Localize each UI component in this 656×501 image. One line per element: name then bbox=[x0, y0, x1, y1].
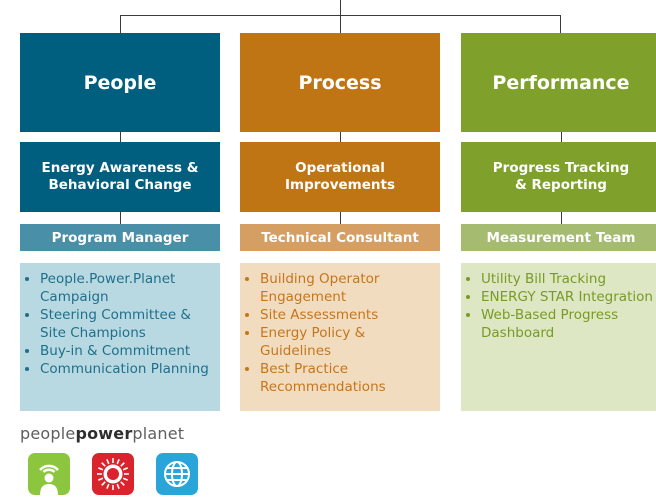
people-list-box: People.Power.Planet CampaignSteering Com… bbox=[20, 263, 220, 411]
list-item: Utility Bill Tracking bbox=[481, 270, 655, 288]
logo-word-planet: planet bbox=[132, 424, 185, 443]
performance-title-box: Performance bbox=[461, 33, 656, 132]
list-item: Energy Policy & Guidelines bbox=[260, 324, 434, 360]
process-role: Technical Consultant bbox=[261, 229, 419, 246]
process-connector-2 bbox=[340, 212, 341, 224]
list-item: People.Power.Planet Campaign bbox=[40, 270, 214, 306]
logo-word-power: power bbox=[75, 424, 133, 443]
performance-list: Utility Bill TrackingENERGY STAR Integra… bbox=[467, 270, 655, 342]
process-subtitle-line1: Operational bbox=[295, 160, 385, 176]
people-role-box: Program Manager bbox=[20, 224, 220, 251]
process-list-box: Building Operator EngagementSite Assessm… bbox=[240, 263, 440, 411]
performance-role: Measurement Team bbox=[486, 229, 636, 246]
performance-subtitle-line1: Progress Tracking bbox=[492, 160, 630, 176]
connector-process bbox=[340, 15, 341, 33]
people-role: Program Manager bbox=[51, 229, 189, 246]
performance-list-box: Utility Bill TrackingENERGY STAR Integra… bbox=[461, 263, 656, 411]
list-item: Communication Planning bbox=[40, 360, 214, 378]
list-item: Web-Based Progress Dashboard bbox=[481, 306, 655, 342]
process-connector-1 bbox=[340, 132, 341, 142]
performance-connector-2 bbox=[561, 212, 562, 224]
people-connector-1 bbox=[120, 132, 121, 142]
people-subtitle-line2: Behavioral Change bbox=[48, 177, 192, 193]
person-icon bbox=[28, 453, 70, 495]
performance-role-box: Measurement Team bbox=[461, 224, 656, 251]
list-item: Best Practice Recommendations bbox=[260, 360, 434, 396]
sun-icon bbox=[92, 453, 134, 495]
performance-subtitle-box: Progress Tracking& Reporting bbox=[461, 142, 656, 212]
people-title-box: People bbox=[20, 33, 220, 132]
performance-subtitle-line2: & Reporting bbox=[515, 177, 607, 193]
people-subtitle-line1: Energy Awareness & bbox=[41, 160, 199, 176]
people-connector-2 bbox=[120, 212, 121, 224]
process-role-box: Technical Consultant bbox=[240, 224, 440, 251]
connector-performance bbox=[560, 15, 561, 33]
people-list: People.Power.Planet CampaignSteering Com… bbox=[26, 270, 214, 378]
list-item: ENERGY STAR Integration bbox=[481, 288, 655, 306]
list-item: Steering Committee & Site Champions bbox=[40, 306, 214, 342]
list-item: Buy-in & Commitment bbox=[40, 342, 214, 360]
people-subtitle-box: Energy Awareness &Behavioral Change bbox=[20, 142, 220, 212]
connector-top bbox=[340, 0, 341, 16]
process-subtitle-line2: Improvements bbox=[285, 177, 395, 193]
logo-word-people: people bbox=[20, 424, 76, 443]
process-title-box: Process bbox=[240, 33, 440, 132]
list-item: Site Assessments bbox=[260, 306, 434, 324]
list-item: Building Operator Engagement bbox=[260, 270, 434, 306]
globe-icon bbox=[156, 453, 198, 495]
logo-wordmark: peoplepowerplanet bbox=[20, 424, 184, 443]
process-title: Process bbox=[298, 71, 382, 94]
performance-connector-1 bbox=[561, 132, 562, 142]
process-list: Building Operator EngagementSite Assessm… bbox=[246, 270, 434, 396]
connector-people bbox=[120, 15, 121, 33]
people-title: People bbox=[83, 71, 157, 94]
performance-title: Performance bbox=[492, 71, 630, 94]
